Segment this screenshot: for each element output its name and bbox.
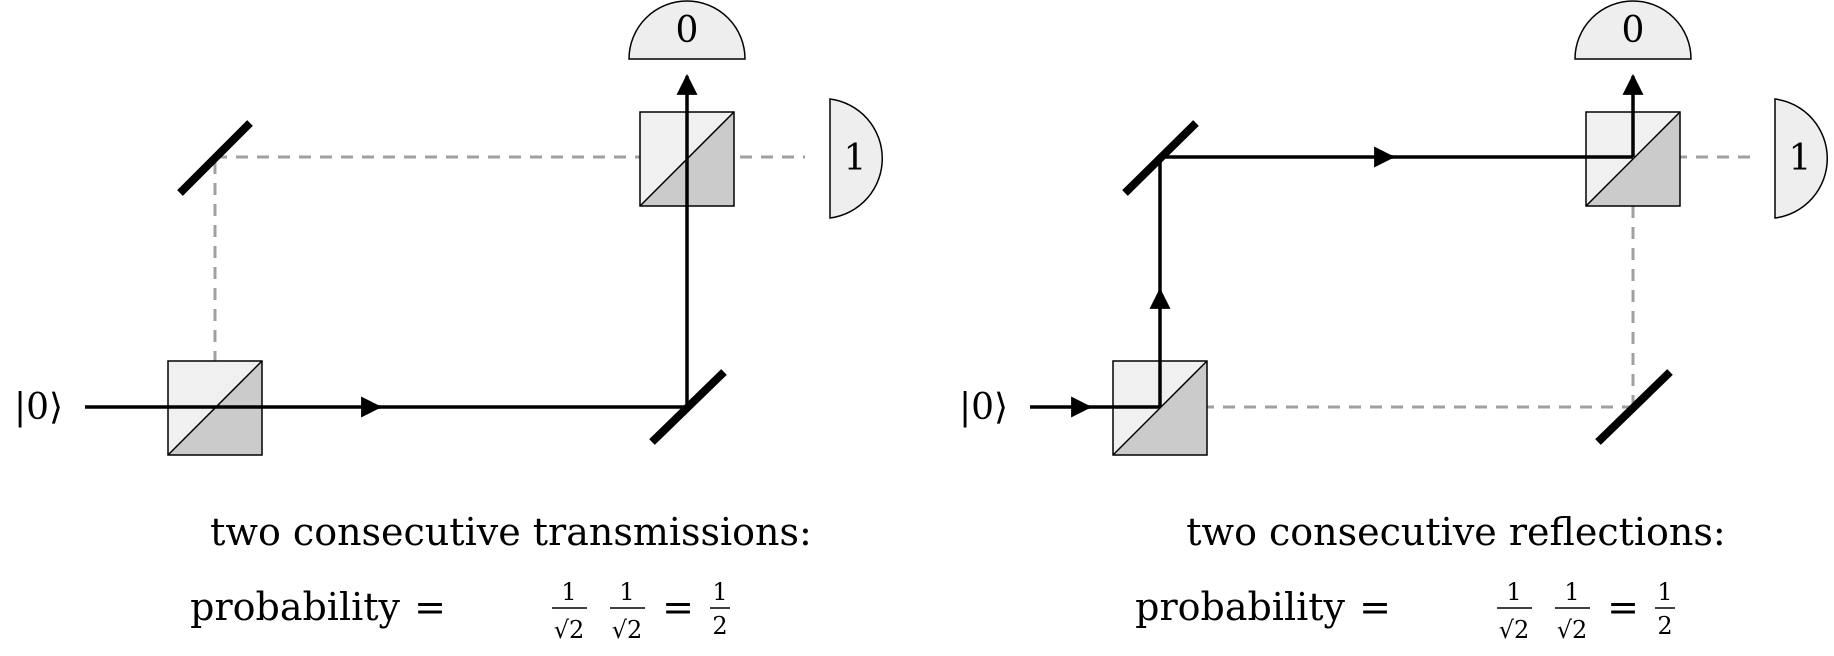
probability-word: probability — [1135, 585, 1345, 629]
caption-line-1: two consecutive transmissions: — [210, 510, 812, 554]
result-numerator: 1 — [1657, 578, 1672, 606]
probability-word: probability — [190, 585, 400, 629]
mirror-bottom-right — [649, 369, 727, 445]
caption-line-1: two consecutive reflections: — [1186, 510, 1725, 554]
detector-0-label: 0 — [1622, 10, 1645, 51]
mirror-bottom-right — [1595, 369, 1673, 445]
input-state-label: |0⟩ — [959, 387, 1008, 428]
detector-0-label: 0 — [676, 10, 699, 51]
detector-0: 0 — [628, 0, 746, 60]
detector-1-label: 1 — [1789, 138, 1812, 179]
result-denominator: 2 — [712, 612, 727, 640]
frac2-numerator: 1 — [1564, 578, 1579, 606]
frac2-numerator: 1 — [619, 578, 634, 606]
frac1-numerator: 1 — [561, 578, 576, 606]
frac2-denominator: √2 — [1557, 616, 1588, 644]
panel-reflections: 0 1 |0⟩ two consecutive reflections: pro… — [959, 0, 1828, 644]
frac2-denominator: √2 — [612, 616, 643, 644]
frac1-numerator: 1 — [1506, 578, 1521, 606]
detector-1: 1 — [1774, 98, 1828, 219]
probability-formula: probability = 1 √2 1 √2 = 1 2 — [190, 578, 730, 644]
detector-0: 0 — [1574, 0, 1692, 60]
mirror-top-left — [177, 120, 253, 196]
active-path — [1030, 73, 1644, 418]
equals-sign: = — [414, 585, 446, 629]
detector-1-label: 1 — [844, 138, 867, 179]
detector-1: 1 — [829, 98, 883, 219]
beam-splitter-2 — [1585, 111, 1681, 207]
equals-sign: = — [1359, 585, 1391, 629]
result-denominator: 2 — [1657, 612, 1672, 640]
equals-sign-2: = — [662, 585, 694, 629]
panel-transmissions: 0 1 |0⟩ two consecutive transmissions: p… — [14, 0, 883, 644]
result-numerator: 1 — [712, 578, 727, 606]
frac1-denominator: √2 — [554, 616, 585, 644]
frac1-denominator: √2 — [1499, 616, 1530, 644]
input-state-label: |0⟩ — [14, 387, 63, 428]
active-path — [85, 73, 698, 418]
equals-sign-2: = — [1607, 585, 1639, 629]
probability-formula: probability = 1 √2 1 √2 = 1 2 — [1135, 578, 1675, 644]
inactive-path — [1160, 155, 1750, 409]
